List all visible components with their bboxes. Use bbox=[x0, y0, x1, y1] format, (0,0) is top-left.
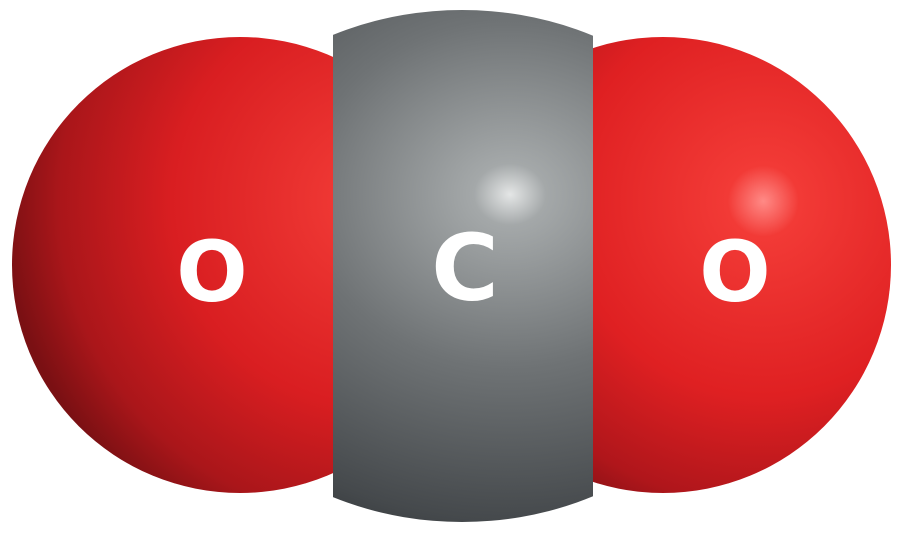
atom-label-oxygen-right: O bbox=[699, 223, 770, 321]
atom-label-oxygen-left: O bbox=[176, 223, 247, 321]
atom-label-carbon: C bbox=[431, 215, 499, 322]
carbon-sphere bbox=[333, 10, 593, 522]
atom-carbon bbox=[333, 10, 593, 522]
